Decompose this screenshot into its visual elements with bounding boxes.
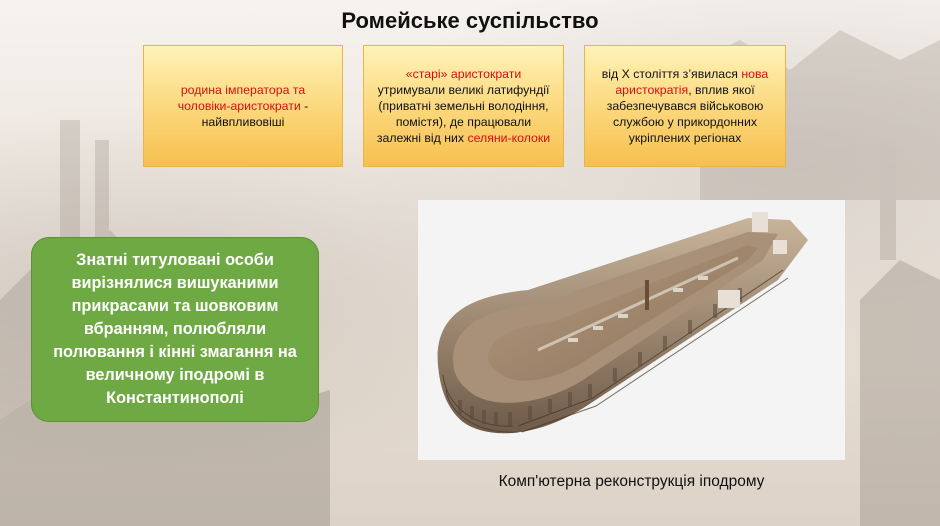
card-text: «старі» аристократи утримували великі ла… [374, 66, 553, 146]
card-text: родина імператора та чоловіки-аристократ… [154, 82, 332, 130]
card-text: від X століття з’явилася нова аристократ… [595, 66, 775, 146]
card-text-part: нова аристократія [615, 67, 769, 97]
card-new-aristocracy: від X століття з’явилася нова аристократ… [584, 45, 786, 167]
card-text-part: селяни-колоки [467, 131, 551, 145]
card-imperial-family: родина імператора та чоловіки-аристократ… [143, 45, 343, 167]
card-text-part: «старі» аристократи [405, 67, 522, 81]
image-caption: Комп'ютерна реконструкція іподрому [498, 473, 765, 490]
slide-title: Ромейське суспільство [341, 8, 599, 33]
card-text-part: родина імператора та чоловіки-аристократ… [177, 83, 306, 113]
card-text-part: від X століття з’явилася [601, 67, 742, 81]
card-text-part: , вплив якої забезпечувався військовою с… [606, 83, 764, 145]
card-old-aristocrats: «старі» аристократи утримували великі ла… [363, 45, 564, 167]
hippodrome-reconstruction-image [418, 200, 845, 460]
nobility-description-box: Знатні титуловані особи вирізнялися вишу… [31, 237, 319, 422]
card-text-part: - найвпливовіші [201, 99, 309, 129]
card-text-part: утримували великі латифундії (приватні з… [376, 83, 550, 145]
